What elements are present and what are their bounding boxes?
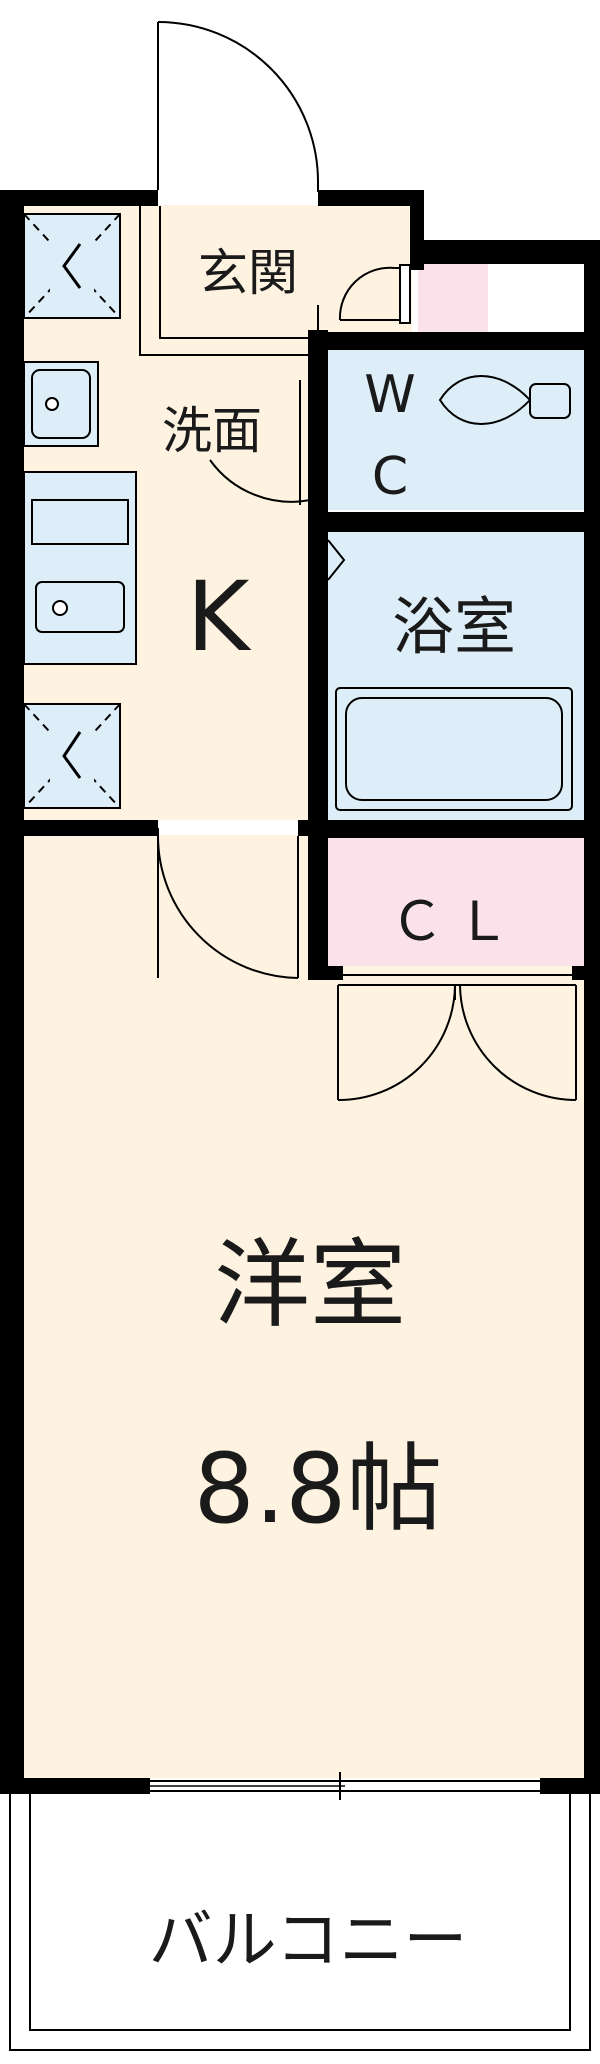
wc-label-c: C (372, 447, 408, 507)
western-room-door (157, 828, 299, 979)
washroom-door (209, 380, 311, 505)
genkan-step (139, 206, 319, 356)
western-room-label: 洋室 (214, 1229, 406, 1341)
kitchen-label: K (187, 561, 252, 673)
storage-door (338, 264, 411, 324)
bathtub (335, 687, 573, 811)
bath-door (317, 539, 346, 685)
kitchen-counter (23, 471, 137, 665)
wc-label-w: W (364, 365, 415, 425)
senmen-label: 洗面 (162, 402, 262, 460)
closet-floor (328, 838, 584, 966)
western-room-size: 8.8帖 (194, 1433, 443, 1545)
left-window-bottom (23, 703, 121, 809)
meter-box (418, 262, 488, 334)
balcony (9, 1794, 591, 2051)
wash-basin (23, 361, 99, 447)
balcony-window (150, 1772, 540, 1800)
closet-label: ＣＬ (390, 890, 522, 953)
genkan-label: 玄関 (198, 244, 298, 302)
closet-doors (337, 974, 577, 1102)
bath-label: 浴室 (392, 590, 516, 663)
western-room-floor (24, 835, 584, 1780)
balcony-label: バルコニー (149, 1904, 468, 1978)
toilet (438, 375, 571, 425)
entry-door (157, 21, 319, 192)
wc-floor (328, 350, 584, 510)
left-window-top (23, 213, 121, 319)
